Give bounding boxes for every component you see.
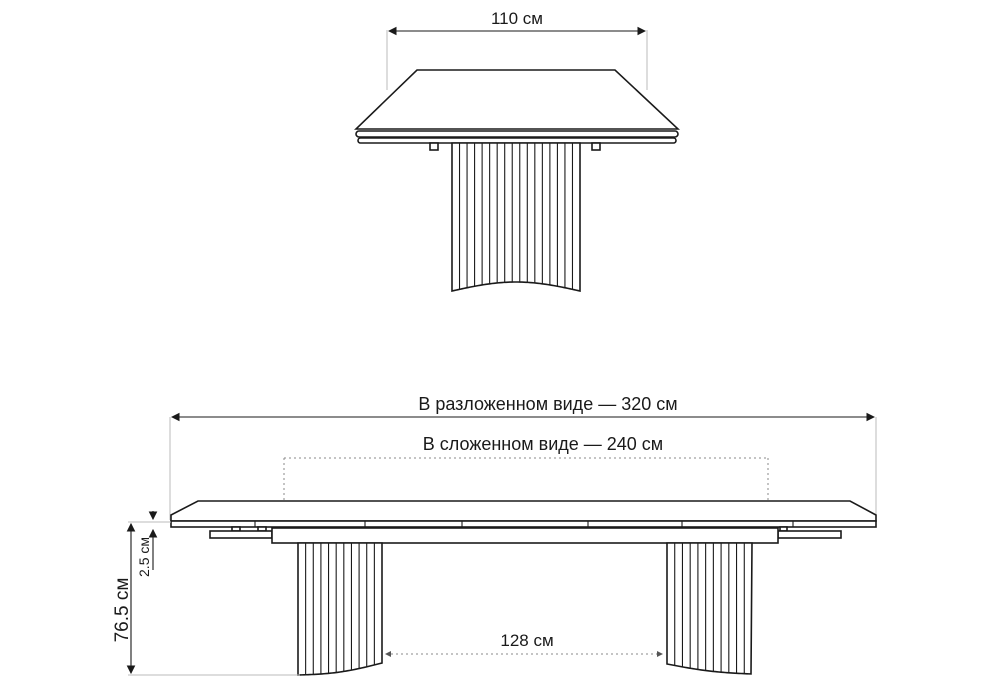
apron-frame	[271, 527, 779, 544]
left-leg	[297, 542, 383, 676]
thickness-label: 2.5 см	[136, 537, 152, 577]
extended-length-label: В разложенном виде — 320 см	[418, 394, 677, 414]
right-extension-slide	[777, 530, 842, 539]
width-label: 110 см	[491, 9, 543, 28]
tabletop-side	[170, 500, 877, 522]
right-leg	[666, 542, 753, 675]
side-view: В разложенном виде — 320 см В сложенном …	[112, 394, 877, 676]
height-label: 76.5 см	[112, 578, 133, 643]
folded-length-label: В сложенном виде — 240 см	[423, 434, 663, 454]
leg-spacing-label: 128 см	[500, 631, 553, 650]
tabletop-end	[354, 69, 681, 130]
pedestal-outline	[297, 542, 383, 676]
left-extension-slide	[209, 530, 273, 539]
end-view: 110 см	[354, 9, 681, 292]
pedestal-outline	[451, 142, 581, 292]
pedestal-base-end	[451, 142, 581, 292]
pedestal-outline	[666, 542, 753, 675]
